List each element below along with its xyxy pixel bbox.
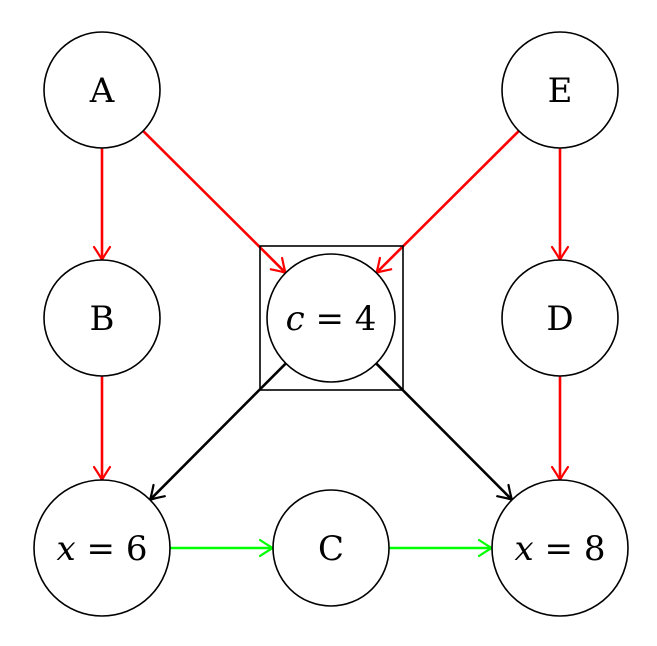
- node-d-circle: [501, 259, 619, 377]
- node-x-equals-8-var: x: [515, 529, 534, 569]
- node-b-label: B: [90, 299, 115, 339]
- node-b-circle: [43, 259, 161, 377]
- node-d: D: [501, 259, 619, 377]
- node-b: B: [43, 259, 161, 377]
- node-x-equals-6-var: x: [57, 529, 76, 569]
- node-e: E: [501, 31, 619, 149]
- node-x-equals-8-val: 8: [584, 529, 606, 569]
- node-x-equals-8-op: =: [534, 529, 584, 569]
- node-c-equals-4-var: c: [286, 299, 305, 339]
- edge-c-equals-4-to-x-equals-8: [375, 362, 513, 501]
- node-x-equals-8: x = 8: [491, 479, 629, 617]
- node-x-equals-6-val: 6: [126, 529, 148, 569]
- edges-layer: [92, 129, 570, 558]
- node-a: A: [43, 31, 161, 149]
- node-c-label: C: [318, 529, 344, 569]
- node-c-equals-4-val: 4: [355, 299, 377, 339]
- node-c: C: [272, 489, 390, 607]
- node-c-equals-4-op: =: [305, 299, 355, 339]
- node-c-equals-4: c = 4: [266, 253, 396, 383]
- node-c-circle: [272, 489, 390, 607]
- node-c-equals-4-circle: [266, 253, 396, 383]
- node-x-equals-6-op: =: [76, 529, 126, 569]
- node-x-equals-8-circle: [491, 479, 629, 617]
- node-x-equals-6: x = 6: [33, 479, 171, 617]
- edge-a-to-c-equals-4: [142, 129, 287, 274]
- edge-c-equals-4-to-x-equals-6: [149, 362, 287, 501]
- node-x-equals-8-label: x = 8: [515, 529, 606, 569]
- node-d-label: D: [546, 299, 573, 339]
- node-a-circle: [43, 31, 161, 149]
- node-x-equals-6-circle: [33, 479, 171, 617]
- node-e-label: E: [548, 71, 573, 111]
- node-a-label: A: [89, 71, 115, 111]
- node-c-equals-4-label: c = 4: [286, 299, 377, 339]
- node-e-circle: [501, 31, 619, 149]
- highlight-box: [259, 245, 404, 391]
- node-x-equals-6-label: x = 6: [57, 529, 148, 569]
- edge-e-to-c-equals-4: [375, 129, 520, 274]
